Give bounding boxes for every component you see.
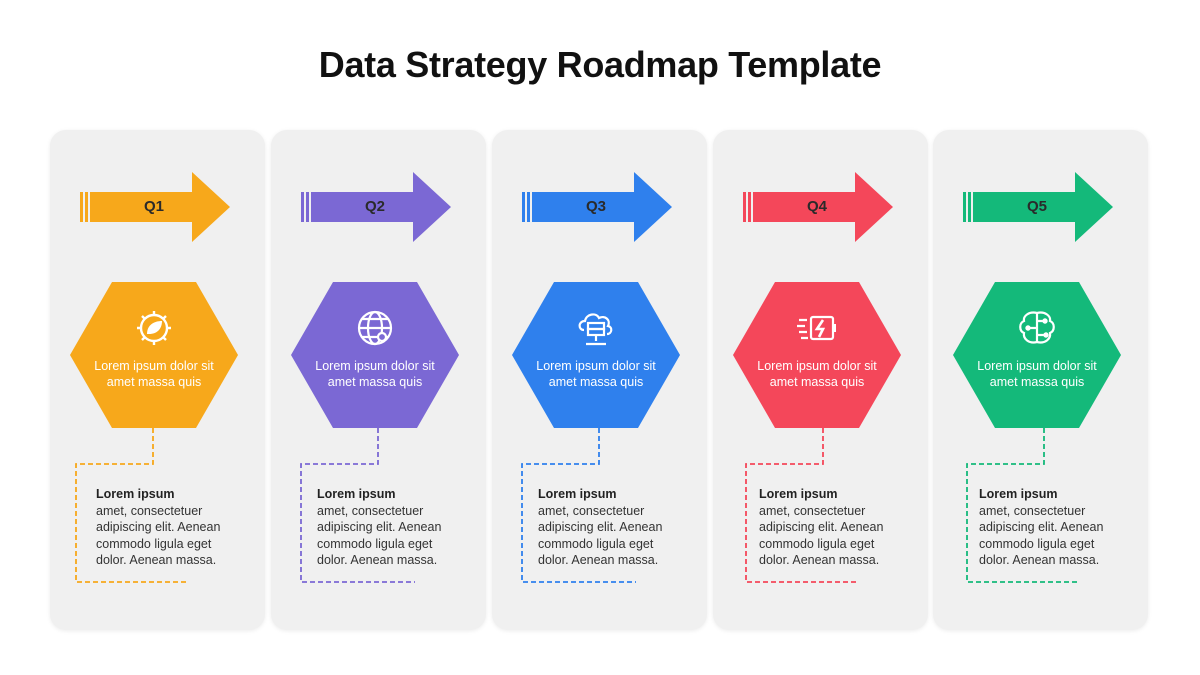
milestone-hexagon: Lorem ipsum dolor sit amet massa quis [291, 282, 459, 428]
hexagon-shape [733, 282, 901, 428]
hexagon-shape [291, 282, 459, 428]
hexagon-text: Lorem ipsum dolor sit amet massa quis [94, 359, 214, 389]
hexagon-text: Lorem ipsum dolor sit amet massa quis [536, 359, 656, 389]
description-block: Lorem ipsum amet, consectetuer adipiscin… [96, 486, 256, 569]
hexagon-shape [70, 282, 238, 428]
quarter-label: Q4 [806, 198, 827, 215]
gear-leaf-icon [137, 311, 171, 345]
arrow-icon [522, 172, 672, 242]
page-title: Data Strategy Roadmap Template [318, 44, 882, 85]
description-title: Lorem ipsum [96, 487, 175, 501]
description-title: Lorem ipsum [759, 487, 838, 501]
roadmap-card-q2: Q2 Lorem ipsum dolor sit amet massa quis… [271, 130, 486, 630]
description-block: Lorem ipsum amet, consectetuer adipiscin… [538, 486, 698, 569]
description-body: amet, consectetuer adipiscing elit. Aene… [979, 503, 1104, 568]
description-block: Lorem ipsum amet, consectetuer adipiscin… [759, 486, 919, 569]
hexagon-text: Lorem ipsum dolor sit amet massa quis [757, 359, 877, 389]
quarter-arrow: Q3 [520, 170, 672, 244]
description-title: Lorem ipsum [317, 487, 396, 501]
roadmap-columns: Q1 Lorem ipsum dolor sit amet massa quis… [50, 130, 1150, 630]
quarter-arrow: Q4 [741, 170, 893, 244]
milestone-hexagon: Lorem ipsum dolor sit amet massa quis [733, 282, 901, 428]
hexagon-shape [512, 282, 680, 428]
description-title: Lorem ipsum [538, 487, 617, 501]
hexagon-text: Lorem ipsum dolor sit amet massa quis [315, 359, 435, 389]
quarter-arrow: Q1 [78, 170, 230, 244]
hexagon-text: Lorem ipsum dolor sit amet massa quis [977, 359, 1097, 389]
roadmap-card-q1: Q1 Lorem ipsum dolor sit amet massa quis… [50, 130, 265, 630]
quarter-arrow: Q2 [299, 170, 451, 244]
description-body: amet, consectetuer adipiscing elit. Aene… [538, 503, 663, 568]
cloud-server-icon [578, 313, 613, 346]
arrow-icon [743, 172, 893, 242]
globe-network-icon [357, 310, 393, 346]
milestone-hexagon: Lorem ipsum dolor sit amet massa quis [70, 282, 238, 428]
quarter-label: Q5 [1026, 198, 1047, 215]
quarter-arrow: Q5 [961, 170, 1113, 244]
arrow-icon [963, 172, 1113, 242]
description-block: Lorem ipsum amet, consectetuer adipiscin… [979, 486, 1139, 569]
description-body: amet, consectetuer adipiscing elit. Aene… [759, 503, 884, 568]
quarter-label: Q3 [585, 198, 606, 215]
quarter-label: Q1 [143, 198, 164, 215]
roadmap-card-q3: Q3 Lorem ipsum dolor sit amet massa quis… [492, 130, 707, 630]
description-title: Lorem ipsum [979, 487, 1058, 501]
roadmap-card-q4: Q4 Lorem ipsum dolor sit amet massa quis… [713, 130, 928, 630]
fast-battery-icon [797, 315, 836, 341]
arrow-icon [301, 172, 451, 242]
description-body: amet, consectetuer adipiscing elit. Aene… [317, 503, 442, 568]
description-block: Lorem ipsum amet, consectetuer adipiscin… [317, 486, 477, 569]
milestone-hexagon: Lorem ipsum dolor sit amet massa quis [512, 282, 680, 428]
brain-circuit-icon [1019, 311, 1055, 344]
quarter-label: Q2 [364, 198, 385, 215]
milestone-hexagon: Lorem ipsum dolor sit amet massa quis [953, 282, 1121, 428]
hexagon-shape [953, 282, 1121, 428]
arrow-icon [80, 172, 230, 242]
description-body: amet, consectetuer adipiscing elit. Aene… [96, 503, 221, 568]
roadmap-card-q5: Q5 Lorem ipsum dolor sit amet massa quis… [933, 130, 1148, 630]
